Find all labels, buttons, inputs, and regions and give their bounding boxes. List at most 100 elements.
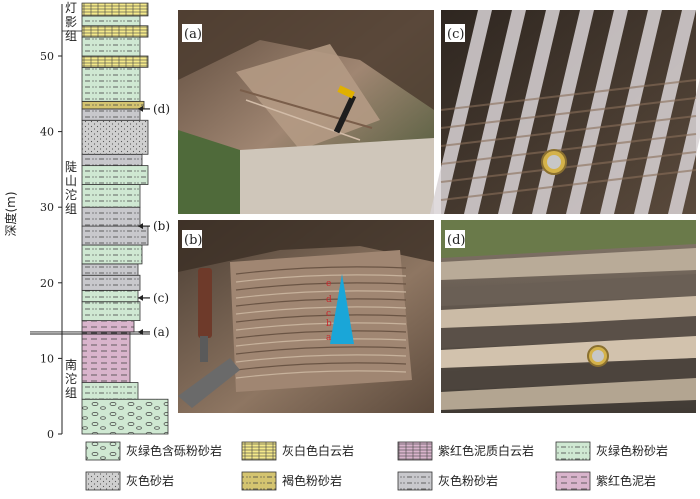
stratum-pattern — [82, 263, 138, 276]
photo-b-lamina — [235, 290, 407, 299]
legend-label: 紫红色泥质白云岩 — [438, 443, 534, 458]
photo-c-lamina — [440, 115, 697, 147]
photo-d-layers — [441, 248, 696, 410]
legend-label: 灰色砂岩 — [126, 473, 174, 488]
legend-label: 灰绿色粉砂岩 — [596, 443, 668, 458]
legend-swatch-pattern — [556, 442, 590, 460]
stratum-pattern — [82, 226, 148, 245]
photo-c-band — [566, 10, 628, 214]
depth-tick-label: 10 — [40, 352, 54, 365]
photo-b-mark: d — [326, 295, 332, 305]
depth-tick-label: 20 — [40, 277, 54, 290]
photo-b-lamina — [235, 266, 407, 275]
depth-tick-label: 0 — [47, 428, 54, 441]
stratum-pattern — [82, 331, 130, 383]
photo-b-lamina — [235, 354, 407, 363]
photo-b-lamina — [235, 338, 407, 347]
legend-label: 紫红色泥岩 — [596, 473, 656, 488]
marker-arrowhead — [138, 223, 143, 230]
stratum-pattern — [82, 399, 168, 434]
photo-b-lamina — [235, 274, 407, 283]
marker-arrowhead — [138, 328, 143, 335]
photo-c: (c) — [430, 10, 700, 214]
photo-b-lamina — [235, 322, 407, 331]
photo-b-lamina — [235, 314, 407, 323]
marker-label: (d) — [153, 102, 170, 116]
photo-b-lamina — [235, 346, 407, 355]
photo-b-label: (b) — [184, 233, 202, 248]
stratum-pattern — [82, 154, 142, 166]
stratum-pattern — [82, 25, 148, 38]
legend-label: 灰绿色含砾粉砂岩 — [126, 443, 222, 458]
stratum-pattern — [82, 275, 140, 291]
photo-b-lamina — [235, 362, 407, 371]
photo-b-lamina — [235, 370, 407, 379]
legend-swatch-pattern — [86, 442, 120, 460]
legend-swatch-pattern — [398, 472, 432, 490]
stratum-pattern — [82, 382, 138, 400]
stratum-pattern — [82, 165, 148, 185]
formation-label-liushantuo: 陡山沱组 — [65, 160, 77, 216]
stratum-pattern — [82, 245, 142, 264]
legend-item: 褐色粉砂岩 — [241, 471, 342, 491]
legend-swatch-pattern — [398, 442, 432, 460]
stratum-pattern — [82, 101, 144, 109]
photo-c-lamina — [440, 151, 697, 183]
depth-tick-label: 40 — [40, 126, 54, 139]
photo-b-mark: c — [326, 309, 331, 319]
marker-arrowhead — [138, 294, 143, 301]
photo-c-label: (c) — [447, 27, 464, 42]
photo-b-mark: a — [326, 333, 332, 343]
stratum-pattern — [82, 15, 140, 26]
legend-swatch-pattern — [556, 472, 590, 490]
stratum-pattern — [82, 120, 148, 155]
photo-a-label: (a) — [184, 27, 202, 42]
legend-swatch-pattern — [242, 442, 276, 460]
photo-c-band — [464, 10, 526, 214]
marker-label: (c) — [153, 291, 169, 305]
legend-item: 紫红色泥岩 — [555, 471, 656, 491]
legend-item: 灰绿色含砾粉砂岩 — [85, 441, 222, 461]
legend-item: 灰白色白云岩 — [241, 441, 354, 461]
depth-tick-label: 30 — [40, 201, 54, 214]
photo-b-mark: b — [326, 319, 332, 329]
legend-item: 灰绿色粉砂岩 — [555, 441, 668, 461]
photo-b-mark: e — [326, 279, 331, 289]
legend-label: 褐色粉砂岩 — [282, 473, 342, 488]
legend-swatch-pattern — [242, 472, 276, 490]
photo-c-band — [600, 10, 662, 214]
marker-arrowhead — [138, 105, 143, 112]
legend-item: 紫红色泥质白云岩 — [397, 441, 534, 461]
photo-d-slab — [441, 248, 696, 280]
photo-b-lamina — [235, 282, 407, 291]
strata-layers — [81, 2, 169, 435]
formation-label-dengying: 灯影组 — [65, 1, 77, 43]
column-markers: (d)(b)(c)(a) — [30, 102, 170, 339]
stratum-pattern — [82, 207, 140, 227]
photo-b-lamina — [235, 298, 407, 307]
legend-item: 灰色砂岩 — [85, 471, 174, 491]
legend-label: 灰白色白云岩 — [282, 443, 354, 458]
photo-b-laminae — [235, 266, 407, 379]
photo-a: (a) — [178, 10, 434, 214]
photo-c-band — [498, 10, 560, 214]
stratum-pattern — [82, 290, 138, 302]
stratum-pattern — [82, 301, 140, 321]
photo-c-band — [634, 10, 696, 214]
photo-c-lamina — [440, 169, 697, 201]
stratum-pattern — [82, 3, 148, 16]
photo-c-band — [668, 78, 700, 214]
marker-label: (b) — [153, 219, 170, 233]
stratum-pattern — [82, 56, 148, 68]
photo-d-slab — [441, 378, 696, 410]
formation-label-nantuo: 南沱组 — [65, 357, 77, 400]
stratigraphic-column — [30, 2, 169, 435]
depth-axis-label: 深度(m) — [3, 191, 18, 236]
photo-b-lamina — [235, 306, 407, 315]
